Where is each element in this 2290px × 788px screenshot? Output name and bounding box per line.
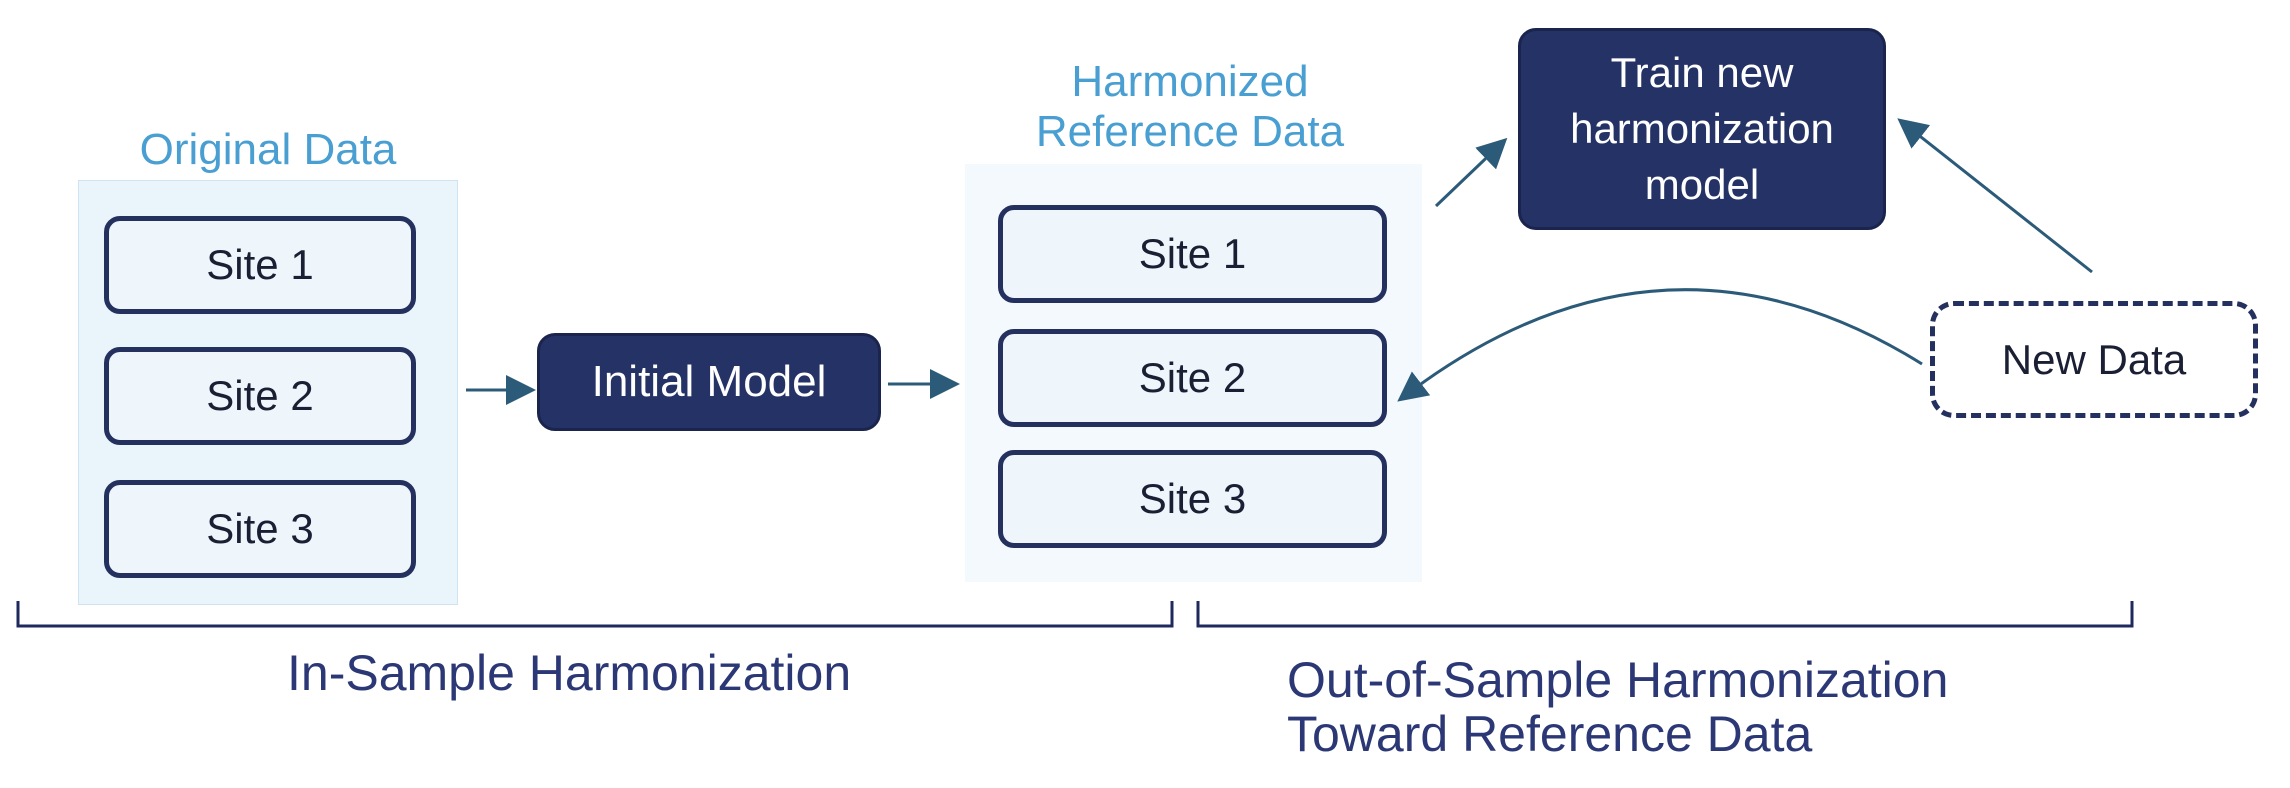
train-model-line2: harmonization bbox=[1570, 105, 1834, 152]
arrow-newdata-to-harmonized bbox=[1397, 288, 1923, 402]
out-of-sample-bracket bbox=[1196, 601, 2134, 628]
original-site-1: Site 1 bbox=[104, 216, 416, 314]
in-sample-bracket bbox=[16, 601, 1174, 628]
train-model-line3: model bbox=[1644, 161, 1760, 208]
original-data-label: Original Data bbox=[139, 125, 397, 174]
arrow-harmonized-to-train bbox=[1434, 137, 1508, 208]
harmonized-label-line2: Reference Data bbox=[1035, 107, 1345, 156]
harmonized-site-1: Site 1 bbox=[998, 205, 1387, 303]
original-site-2: Site 2 bbox=[104, 347, 416, 445]
out-of-sample-label-line2: Toward Reference Data bbox=[1287, 706, 1813, 762]
harmonized-label-line1: Harmonized bbox=[1071, 57, 1309, 106]
initial-model-box: Initial Model bbox=[537, 333, 881, 431]
new-data-box: New Data bbox=[1930, 301, 2258, 418]
harmonized-site-3: Site 3 bbox=[998, 450, 1387, 548]
arrow-newdata-to-train bbox=[1897, 118, 2093, 274]
train-model-line1: Train new bbox=[1610, 49, 1794, 96]
harmonized-site-2: Site 2 bbox=[998, 329, 1387, 427]
out-of-sample-label-line1: Out-of-Sample Harmonization bbox=[1287, 652, 1949, 708]
original-site-3: Site 3 bbox=[104, 480, 416, 578]
train-model-box: Train new harmonization model bbox=[1518, 28, 1886, 230]
in-sample-label: In-Sample Harmonization bbox=[287, 645, 852, 701]
